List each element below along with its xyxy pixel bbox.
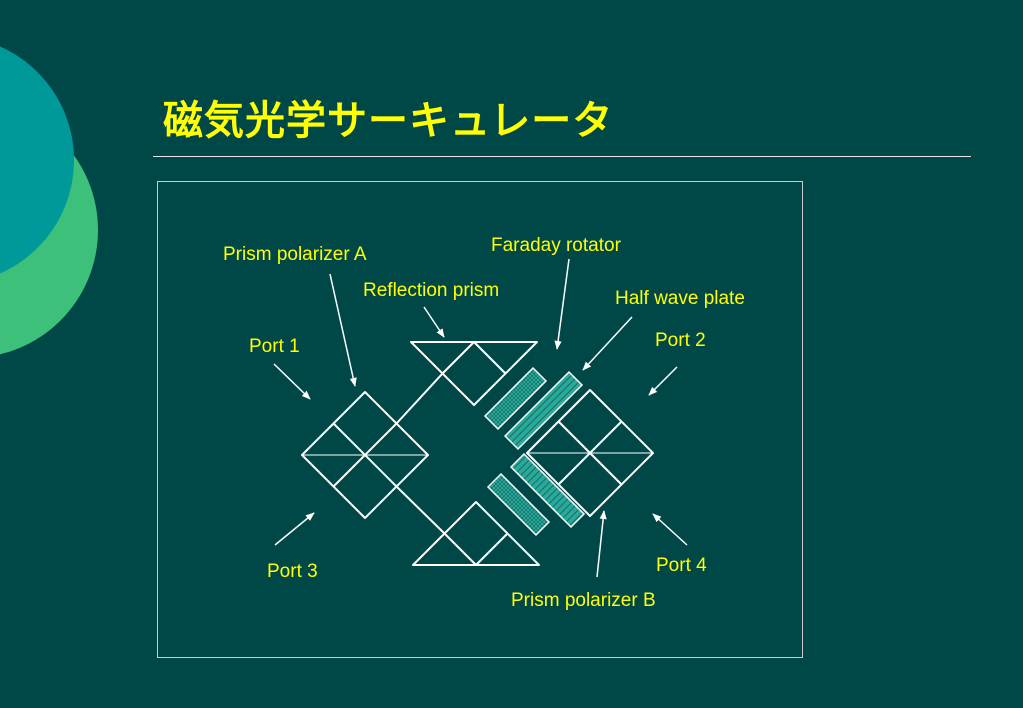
beam-path-upper [395,372,444,425]
prism-polarizer-b-cube [526,389,654,517]
diagram-frame [157,181,803,658]
half-wave-plate-upper [503,370,584,451]
label-port3: Port 3 [267,561,318,582]
port3-arrow [274,512,315,546]
corner-decoration [0,46,98,355]
label-half-wave-plate: Half wave plate [615,288,745,309]
page-title: 磁気光学サーキュレータ [163,98,614,144]
leader-reflection-prism [423,306,445,338]
leader-faraday-rotator [554,258,570,350]
half-wave-plate-lower [509,452,586,529]
prism-polarizer-a-cube [301,391,429,519]
faraday-rotator-lower [486,472,551,537]
port4-arrow [652,513,688,546]
beam-path-lower [395,485,446,535]
leader-prism-polarizer-a [329,273,357,387]
leader-prism-polarizer-b [596,510,607,578]
label-reflection-prism: Reflection prism [363,280,500,301]
label-port2: Port 2 [655,330,706,351]
label-port1: Port 1 [249,336,300,357]
label-faraday-rotator: Faraday rotator [491,235,621,256]
port2-arrow [648,366,678,396]
label-port4: Port 4 [656,555,707,576]
faraday-rotator-upper [483,366,548,431]
port1-arrow [273,363,311,400]
decor-circle-teal [0,46,74,274]
circulator-diagram [157,181,803,658]
label-prism-polarizer-a: Prism polarizer A [223,244,367,265]
label-prism-polarizer-b: Prism polarizer B [511,590,656,611]
leader-half-wave-plate [582,316,633,371]
title-divider [153,156,971,157]
